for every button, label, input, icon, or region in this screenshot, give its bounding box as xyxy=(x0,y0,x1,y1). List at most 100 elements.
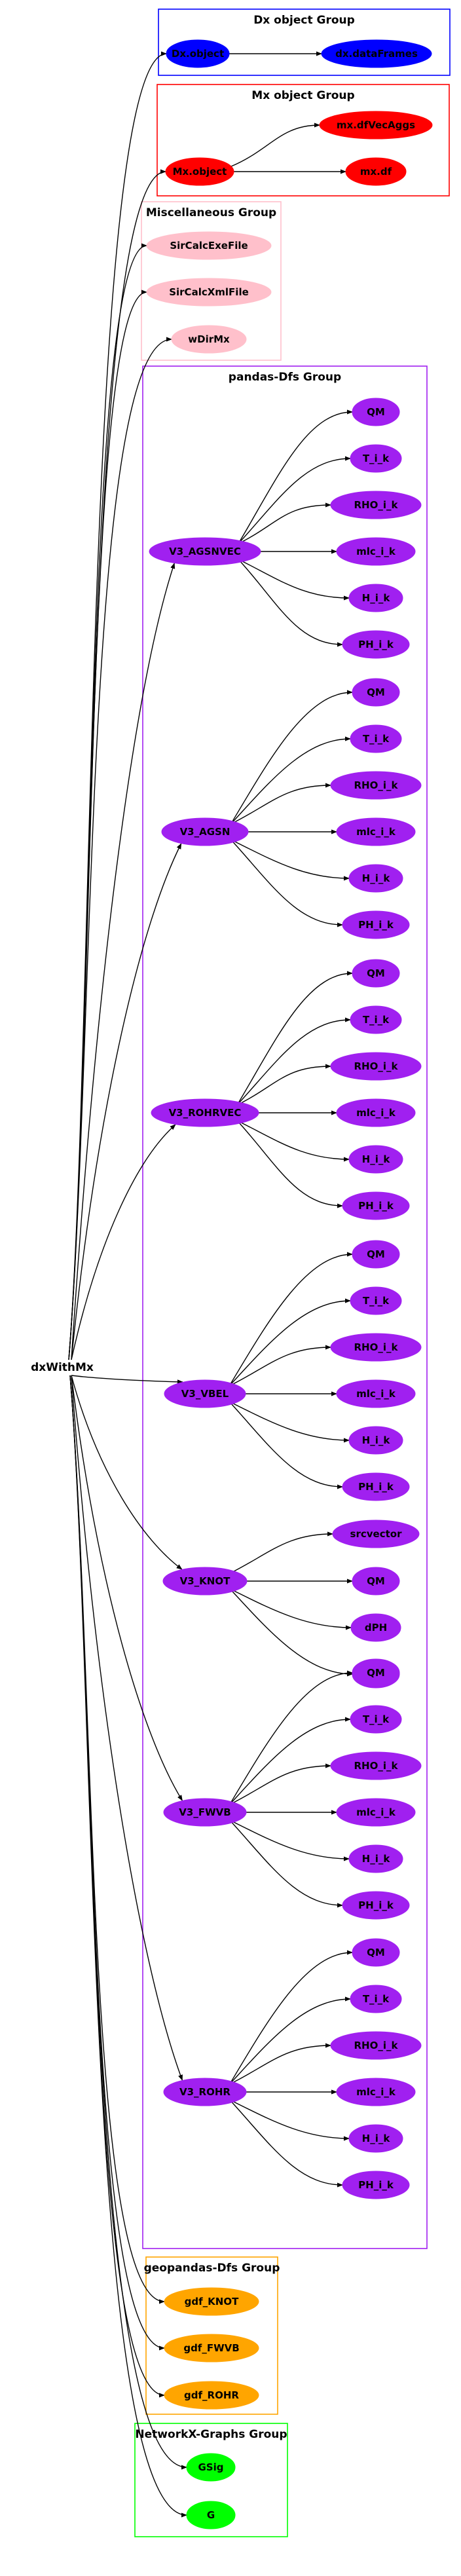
column-node-vbel-t-i-k: T_i_k xyxy=(350,1286,402,1315)
column-node-rohr-mlc-i-k-shape xyxy=(336,2078,416,2106)
cluster-title-misc: Miscellaneous Group xyxy=(146,206,276,219)
column-node-rohrvec-t-i-k: T_i_k xyxy=(350,1005,402,1034)
node-sircalcxmlfile: SirCalcXmlFile xyxy=(146,278,272,307)
node-dx-object-shape xyxy=(166,39,230,68)
edge-agsn-to-t-i-k xyxy=(230,736,351,825)
column-node-vbel-rho-i-k-label: RHO_i_k xyxy=(354,1341,399,1353)
cluster-box-mx xyxy=(157,84,450,196)
column-node-vbel-ph-i-k: PH_i_k xyxy=(342,1472,410,1501)
edge-knot-to-ph xyxy=(229,1588,353,1677)
table-node-rohrvec-shape xyxy=(151,1098,259,1127)
node-gsig-shape xyxy=(186,2453,236,2482)
edge-fwvb-to-ph-i-k xyxy=(229,1820,343,1908)
edge-agsn-to-h-i-k xyxy=(230,839,350,881)
column-node-knot-qm: QM xyxy=(352,1567,400,1596)
column-node-fwvb-qm-shape xyxy=(352,1658,400,1687)
column-node-fwvb-mlc-i-k-label: mlc_i_k xyxy=(356,1806,396,1818)
column-node-agsnvec-h-i-k: H_i_k xyxy=(348,584,403,612)
column-node-agsnvec-mlc-i-k: mlc_i_k xyxy=(336,537,416,566)
column-node-agsnvec-t-i-k-shape xyxy=(350,444,402,473)
column-node-agsn-ph-i-k-label: PH_i_k xyxy=(358,919,394,931)
table-node-agsn-shape xyxy=(161,817,249,846)
column-node-rohrvec-rho-i-k-label: RHO_i_k xyxy=(354,1060,399,1072)
edge-knot-to-srcvector xyxy=(230,1531,333,1574)
column-node-knot-dph-shape xyxy=(350,1613,401,1642)
table-node-fwvb-shape xyxy=(163,1798,247,1827)
node-gdf-fwvb: gdf_FWVB xyxy=(164,2334,259,2362)
edge-rohrvec-to-rho-i-k xyxy=(236,1064,331,1106)
node-g-label: G xyxy=(207,2509,215,2521)
column-node-agsnvec-t-i-k-label: T_i_k xyxy=(363,453,390,464)
edge-agsnvec-to-h-i-k xyxy=(238,559,350,601)
column-node-rohrvec-mlc-i-k-label: mlc_i_k xyxy=(356,1107,396,1119)
edge-vbel-to-qm xyxy=(229,1252,353,1387)
node-mx-dfvecaggs: mx.dfVecAggs xyxy=(319,111,433,140)
edge-mx-object-to-mx-dfvecaggs xyxy=(230,122,320,167)
column-node-vbel-mlc-i-k-label: mlc_i_k xyxy=(356,1388,396,1400)
column-node-agsnvec-h-i-k-shape xyxy=(348,584,403,612)
column-node-agsnvec-mlc-i-k-shape xyxy=(336,537,416,566)
node-gdf-knot: gdf_KNOT xyxy=(164,2287,259,2316)
column-node-agsn-qm-label: QM xyxy=(367,686,385,698)
column-node-vbel-rho-i-k-shape xyxy=(330,1333,422,1362)
edge-root-to-agsn xyxy=(71,843,182,1360)
column-node-vbel-t-i-k-label: T_i_k xyxy=(363,1295,390,1307)
column-node-agsnvec-qm-label: QM xyxy=(367,406,385,418)
edge-rohr-to-ph-i-k xyxy=(229,2099,343,2188)
column-node-rohrvec-h-i-k-shape xyxy=(348,1145,403,1174)
edge-fwvb-to-rho-i-k xyxy=(229,1763,331,1805)
root-node-dxwithmx: dxWithMx xyxy=(31,1361,94,1374)
table-node-knot-shape xyxy=(162,1567,248,1596)
edge-root-to-fwvb xyxy=(71,1375,183,1801)
node-gdf-rohr: gdf_ROHR xyxy=(164,2381,259,2410)
column-node-vbel-ph-i-k-label: PH_i_k xyxy=(358,1481,394,1493)
column-node-rohrvec-ph-i-k-label: PH_i_k xyxy=(358,1200,394,1212)
column-node-rohrvec-rho-i-k-shape xyxy=(330,1052,422,1081)
table-node-knot: V3_KNOT xyxy=(162,1567,248,1596)
column-node-rohr-mlc-i-k: mlc_i_k xyxy=(336,2078,416,2106)
column-node-rohrvec-t-i-k-shape xyxy=(350,1005,402,1034)
column-node-knot-srcvector: srcvector xyxy=(332,1520,420,1548)
column-node-fwvb-h-i-k-shape xyxy=(348,1844,403,1873)
table-node-agsnvec-shape xyxy=(149,537,261,566)
column-node-rohrvec-qm-label: QM xyxy=(367,967,385,979)
edge-rohr-to-h-i-k xyxy=(229,2099,350,2141)
edge-agsnvec-to-t-i-k xyxy=(238,456,351,544)
edge-agsn-to-rho-i-k xyxy=(230,783,331,825)
cluster-box-misc xyxy=(141,201,282,361)
node-dx-dataframes-shape xyxy=(321,39,432,68)
edge-rohrvec-to-qm xyxy=(236,971,353,1106)
edge-fwvb-to-t-i-k xyxy=(229,1717,351,1805)
cluster-title-geo: geopandas-Dfs Group xyxy=(144,2262,280,2275)
column-node-agsn-ph-i-k-shape xyxy=(342,910,410,939)
edge-fwvb-to-qm xyxy=(229,1670,353,1805)
column-node-rohr-t-i-k-shape xyxy=(350,1985,402,2013)
node-wdirmx-shape xyxy=(171,325,247,354)
column-node-fwvb-t-i-k-shape xyxy=(350,1705,402,1734)
cluster-title-pandas: pandas-Dfs Group xyxy=(229,371,341,384)
column-node-vbel-qm-shape xyxy=(352,1240,400,1269)
column-node-agsn-mlc-i-k-shape xyxy=(336,817,416,846)
column-node-rohr-qm: QM xyxy=(352,1938,400,1967)
node-mx-df: mx.df xyxy=(345,157,407,186)
node-gdf-fwvb-label: gdf_FWVB xyxy=(183,2342,239,2354)
column-node-rohrvec-h-i-k: H_i_k xyxy=(348,1145,403,1174)
column-node-agsn-rho-i-k-label: RHO_i_k xyxy=(354,779,399,791)
node-gdf-rohr-shape xyxy=(164,2381,259,2410)
column-node-agsn-h-i-k-shape xyxy=(348,864,403,893)
edge-root-to-rohr xyxy=(71,1375,183,2081)
edge-vbel-to-ph-i-k xyxy=(229,1401,343,1489)
edge-vbel-to-rho-i-k xyxy=(229,1345,331,1387)
table-node-fwvb-label: V3_FWVB xyxy=(179,1806,230,1818)
column-node-agsnvec-ph-i-k: PH_i_k xyxy=(342,630,410,659)
column-node-vbel-h-i-k-shape xyxy=(348,1426,403,1455)
cluster-box-geo xyxy=(145,2256,278,2415)
cluster-title-mx: Mx object Group xyxy=(251,89,354,102)
column-node-rohr-ph-i-k-shape xyxy=(342,2171,410,2199)
column-node-fwvb-h-i-k-label: H_i_k xyxy=(362,1853,391,1865)
column-node-fwvb-ph-i-k-shape xyxy=(342,1891,410,1920)
column-node-agsn-h-i-k-label: H_i_k xyxy=(362,872,391,884)
edge-root-to-mx-object xyxy=(68,169,166,1360)
node-wdirmx-label: wDirMx xyxy=(188,333,230,345)
